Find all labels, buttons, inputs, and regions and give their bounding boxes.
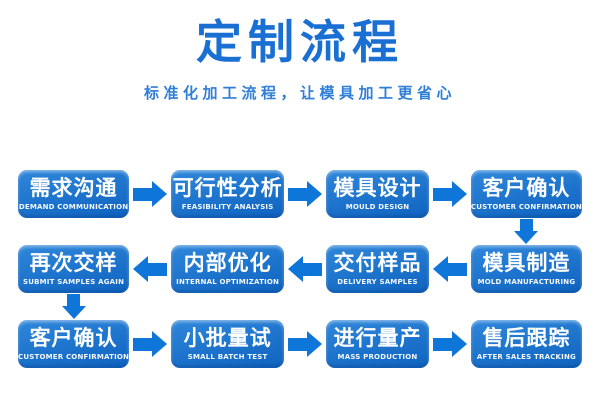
step-label: 内部优化 [183,251,272,276]
process-flow-diagram: 需求沟通 DEMAND COMMUNICATION 可行性分析 FEASIBIL… [18,170,582,368]
step-label: 可行性分析 [172,176,283,201]
step-caption: FEASIBILITY ANALYSIS [181,202,274,211]
step-customer-confirmation-1: 客户确认 CUSTOMER CONFIRMATION [470,170,582,218]
flow-arrow-down-icon [18,293,129,320]
flow-arrow-left-icon [429,245,471,293]
flow-arrow-right-icon [284,320,326,368]
step-caption: INTERNAL OPTIMIZATION [176,277,280,286]
flow-arrow-down-icon [471,218,582,245]
step-label: 模具设计 [333,176,422,201]
page-title: 定制流程 [196,15,404,69]
step-after-sales-tracking: 售后跟踪 AFTER SALES TRACKING [470,320,582,368]
step-label: 售后跟踪 [482,326,571,351]
step-submit-samples-again: 再次交样 SUBMIT SAMPLES AGAIN [18,245,130,293]
step-caption: DELIVERY SAMPLES [337,277,418,286]
flow-arrow-left-icon [129,245,171,293]
step-label: 客户确认 [482,176,571,201]
step-label: 交付样品 [333,251,422,276]
flow-arrow-right-icon [129,170,171,218]
step-feasibility-analysis: 可行性分析 FEASIBILITY ANALYSIS [171,170,285,218]
step-label: 客户确认 [29,326,118,351]
step-mould-design: 模具设计 MOULD DESIGN [326,170,429,218]
step-mold-manufacturing: 模具制造 MOLD MANUFACTURING [470,245,582,293]
step-delivery-samples: 交付样品 DELIVERY SAMPLES [326,245,429,293]
step-caption: MOLD MANUFACTURING [477,277,576,286]
step-label: 小批量试 [183,326,272,351]
flow-arrow-right-icon [284,170,326,218]
step-caption: MASS PRODUCTION [337,352,418,361]
step-customer-confirmation-2: 客户确认 CUSTOMER CONFIRMATION [18,320,130,368]
flow-arrow-right-icon [429,320,471,368]
flow-arrow-left-icon [284,245,326,293]
step-demand-communication: 需求沟通 DEMAND COMMUNICATION [18,170,130,218]
step-label: 模具制造 [482,251,571,276]
step-caption: AFTER SALES TRACKING [476,352,576,361]
step-caption: SUBMIT SAMPLES AGAIN [22,277,125,286]
step-mass-production: 进行量产 MASS PRODUCTION [326,320,429,368]
step-internal-optimization: 内部优化 INTERNAL OPTIMIZATION [171,245,285,293]
page-subtitle: 标准化加工流程，让模具加工更省心 [143,83,456,102]
flow-arrow-right-icon [129,320,171,368]
step-caption: CUSTOMER CONFIRMATION [18,352,130,361]
step-label: 再次交样 [29,251,118,276]
flow-arrow-right-icon [429,170,471,218]
step-caption: MOULD DESIGN [345,202,410,211]
step-caption: DEMAND COMMUNICATION [18,202,129,211]
step-small-batch-test: 小批量试 SMALL BATCH TEST [171,320,285,368]
step-label: 进行量产 [333,326,422,351]
step-caption: SMALL BATCH TEST [187,352,268,361]
step-caption: CUSTOMER CONFIRMATION [470,202,582,211]
step-label: 需求沟通 [29,176,118,201]
